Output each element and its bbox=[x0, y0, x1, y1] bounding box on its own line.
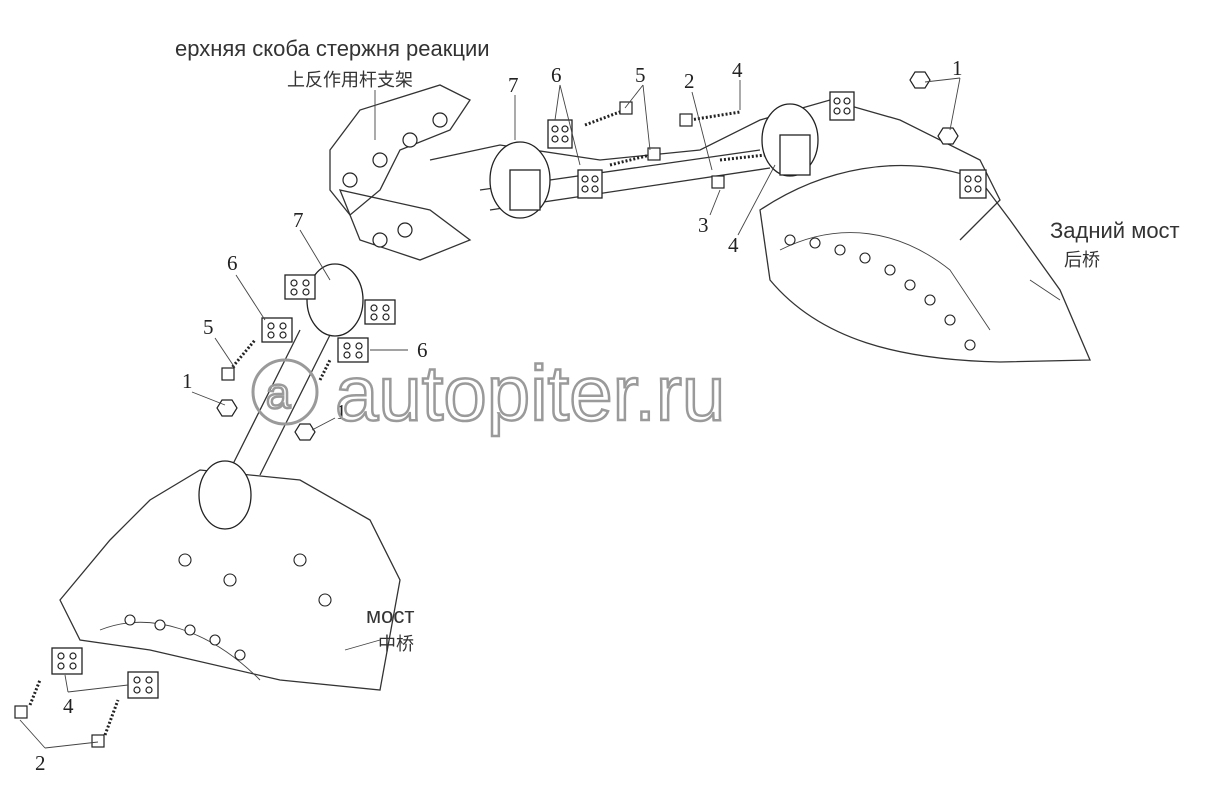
callout-7: 7 bbox=[508, 73, 519, 97]
lower-reaction-rod bbox=[198, 263, 364, 530]
watermark: a autopiter.ru bbox=[251, 348, 727, 438]
callout-4: 4 bbox=[732, 58, 743, 82]
rear-axle-label-ru: Задний мост bbox=[1050, 218, 1180, 243]
watermark-logo-letter: a bbox=[266, 369, 291, 418]
callout-1: 1 bbox=[336, 400, 347, 424]
watermark-logo-icon bbox=[251, 358, 319, 426]
callout-1: 1 bbox=[182, 369, 193, 393]
upper-bracket-label-ru: ерхняя скоба стержня реакции bbox=[175, 36, 490, 61]
middle-axle-label-cn: 中桥 bbox=[378, 634, 414, 655]
callout-4: 4 bbox=[63, 694, 74, 718]
callout-2: 2 bbox=[684, 69, 695, 93]
rubber-blocks bbox=[51, 91, 987, 699]
bolts bbox=[14, 71, 959, 748]
callout-3: 3 bbox=[698, 213, 709, 237]
callout-6: 6 bbox=[227, 251, 238, 275]
callout-7: 7 bbox=[293, 208, 304, 232]
callouts: 7 6 5 2 4 1 3 4 7 6 5 6 1 1 4 2 bbox=[35, 56, 963, 775]
rear-axle-label-cn: 后桥 bbox=[1064, 250, 1100, 271]
callout-1: 1 bbox=[952, 56, 963, 80]
callout-4: 4 bbox=[728, 233, 739, 257]
rear-axle bbox=[759, 164, 1091, 363]
callout-6: 6 bbox=[417, 338, 428, 362]
upper-bracket-label-cn: 上反作用杆支架 bbox=[287, 70, 413, 91]
upper-reaction-rod bbox=[479, 103, 819, 219]
callout-5: 5 bbox=[635, 63, 646, 87]
callout-2: 2 bbox=[35, 751, 46, 775]
callout-5: 5 bbox=[203, 315, 214, 339]
middle-axle bbox=[59, 469, 401, 691]
leader-lines bbox=[19, 77, 961, 749]
watermark-text: autopiter.ru bbox=[335, 349, 725, 437]
upper-reaction-rod-bracket bbox=[329, 84, 1001, 261]
callout-6: 6 bbox=[551, 63, 562, 87]
middle-axle-label-ru: мост bbox=[366, 603, 414, 628]
